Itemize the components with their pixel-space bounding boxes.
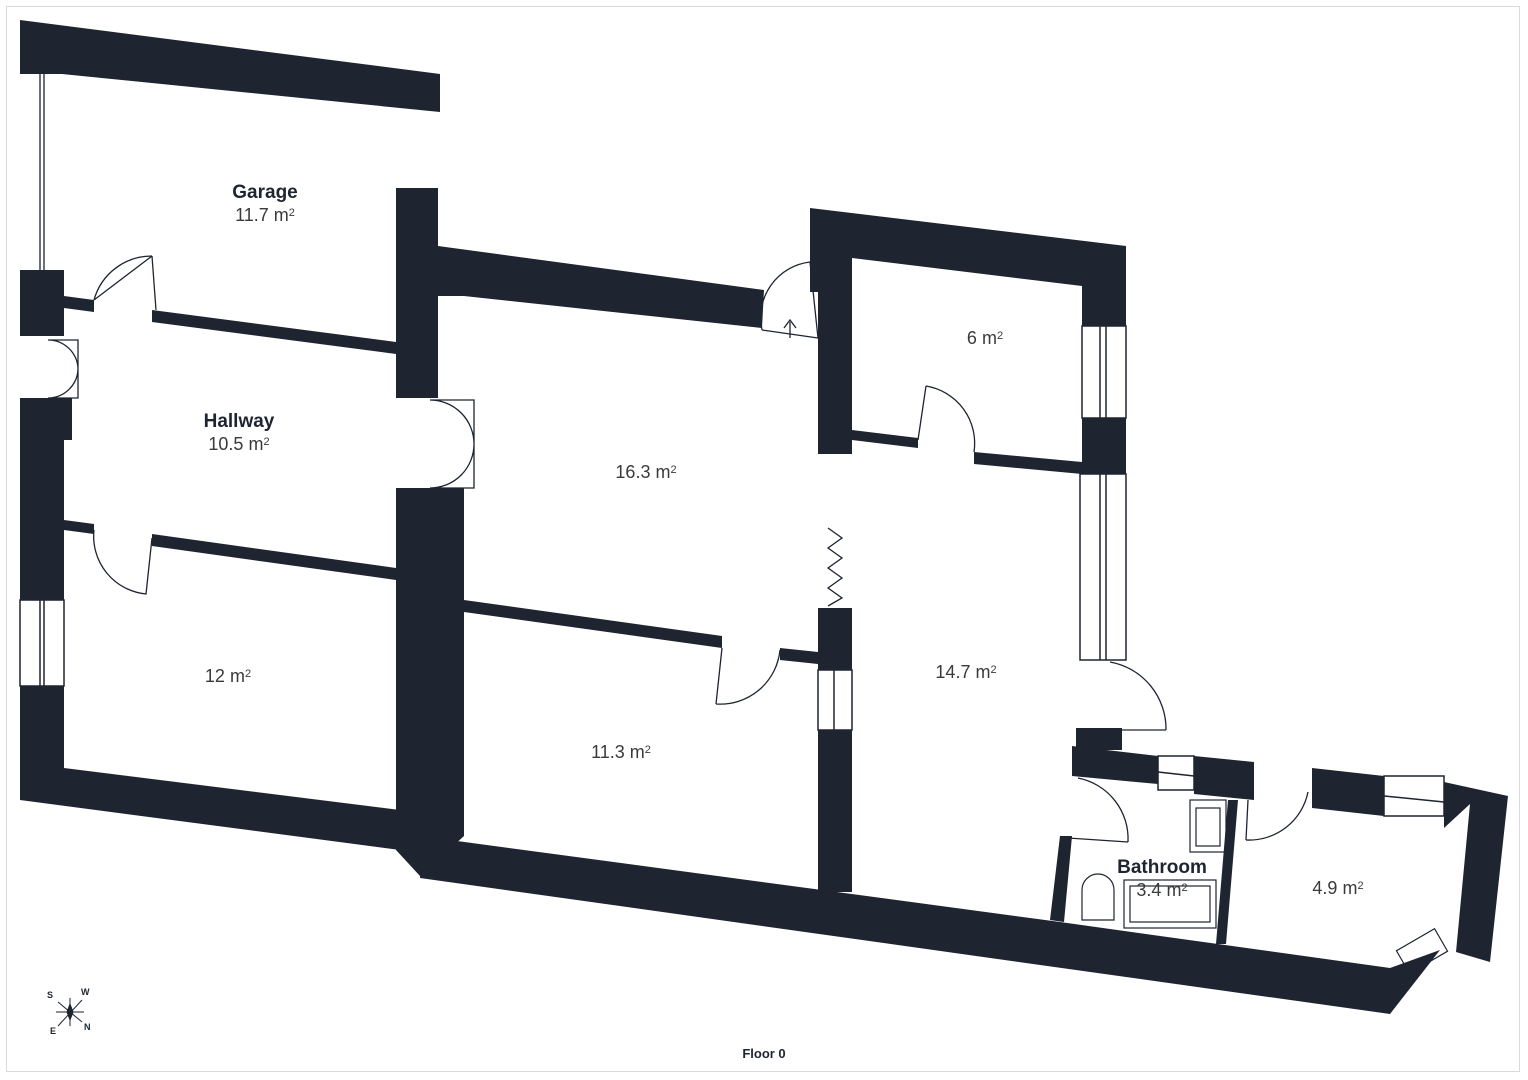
partition-6-bottom-b	[974, 452, 1082, 474]
room-area-14-7: 14.7 m	[935, 662, 991, 682]
room-label-11-3: 11.3 m2	[591, 742, 651, 762]
room-area-16-3: 16.3 m	[615, 462, 671, 482]
room-label-garage: Garage 11.7 m2	[232, 182, 298, 225]
partition-16-11b	[780, 648, 818, 664]
door-14-bath	[1098, 661, 1167, 731]
wall-left-bottom	[20, 686, 400, 850]
windows	[19, 325, 1445, 817]
room-area-4-9: 4.9 m	[1312, 878, 1358, 898]
partition-garage-hall	[152, 310, 396, 354]
wall-garage-top	[20, 20, 440, 112]
room-label-14-7: 14.7 m2	[935, 662, 997, 682]
wall-6-left	[818, 292, 852, 454]
room-label-bathroom: Bathroom 3.4 m2	[1117, 857, 1207, 900]
room-label-6: 6 m2	[966, 328, 1004, 348]
partition-6-bottom	[852, 430, 918, 448]
door-hall-double	[429, 399, 475, 489]
folding-partition	[826, 527, 844, 607]
wall-49-top-right	[1444, 782, 1508, 962]
walls	[20, 20, 1508, 1014]
compass-e: E	[50, 1026, 57, 1036]
wall-16-top	[438, 246, 764, 328]
room-area-garage: 11.7 m	[235, 205, 289, 225]
door-16-top	[759, 261, 819, 339]
compass-s: S	[47, 990, 54, 1000]
compass-n: N	[84, 1022, 91, 1032]
window-left	[19, 599, 65, 687]
room-name-hallway: Hallway	[203, 411, 275, 432]
door-11	[715, 647, 781, 705]
room-area-12: 12 m	[204, 666, 245, 686]
door-6	[917, 385, 976, 453]
door-left-double	[47, 339, 79, 399]
room-area-6: 6 m	[966, 328, 997, 348]
wall-bath-top	[1072, 746, 1158, 784]
room-area-hallway: 10.5 m	[208, 434, 264, 454]
wall-center-lower	[396, 488, 464, 876]
partition-16-11	[464, 600, 722, 648]
door-bath	[1067, 777, 1129, 843]
wall-column-lower	[818, 730, 852, 892]
wall-6-top	[810, 208, 1126, 326]
room-name-garage: Garage	[232, 182, 298, 203]
room-area-11-3: 11.3 m	[591, 742, 645, 762]
door-49	[1245, 791, 1309, 841]
partitions	[64, 296, 1082, 664]
wall-bath-left	[1050, 836, 1072, 922]
wall-bath-top-right	[1194, 756, 1254, 800]
partition-garage-left	[64, 296, 94, 312]
window-6-right	[1081, 325, 1127, 419]
room-name-bathroom: Bathroom	[1117, 857, 1207, 878]
compass-rose	[56, 998, 84, 1027]
bathtub-inner	[1129, 885, 1211, 923]
room-label-4-9: 4.9 m2	[1312, 878, 1364, 898]
wall-6-right	[1082, 418, 1126, 474]
wall-bath-top-left	[1076, 728, 1122, 750]
wall-column	[818, 608, 852, 670]
partition-hall-12b	[152, 534, 396, 580]
room-label-16-3: 16.3 m2	[615, 462, 677, 482]
compass-w: W	[81, 987, 90, 997]
bathtub	[1123, 879, 1217, 929]
room-area-bathroom: 3.4 m	[1136, 880, 1182, 900]
doors	[47, 255, 1309, 843]
toilet	[1081, 873, 1115, 921]
wall-bottom	[420, 836, 1440, 1014]
wall-left-post	[20, 270, 64, 336]
room-label-hallway: Hallway 10.5 m2	[203, 411, 275, 454]
radiator-49	[1395, 927, 1449, 975]
wall-49-top	[1312, 768, 1384, 816]
window-column	[817, 669, 853, 731]
sink-inner	[1195, 807, 1221, 847]
wall-bath-right	[1216, 800, 1238, 944]
door-garage	[93, 255, 157, 311]
bath-fixtures	[1081, 799, 1449, 975]
room-label-12: 12 m2	[204, 666, 252, 686]
wall-center-upper	[396, 188, 438, 398]
door-hall-12	[93, 529, 153, 595]
wall-left-lower	[20, 398, 64, 600]
thin-walls	[39, 74, 45, 270]
sink	[1189, 799, 1227, 853]
plan-frame	[6, 6, 1520, 1072]
window-49-top	[1383, 775, 1445, 817]
floor-label: Floor 0	[742, 1046, 786, 1061]
stairs-arrow	[783, 318, 797, 338]
window-14-right	[1079, 473, 1127, 661]
partition-hall-12	[64, 520, 94, 534]
